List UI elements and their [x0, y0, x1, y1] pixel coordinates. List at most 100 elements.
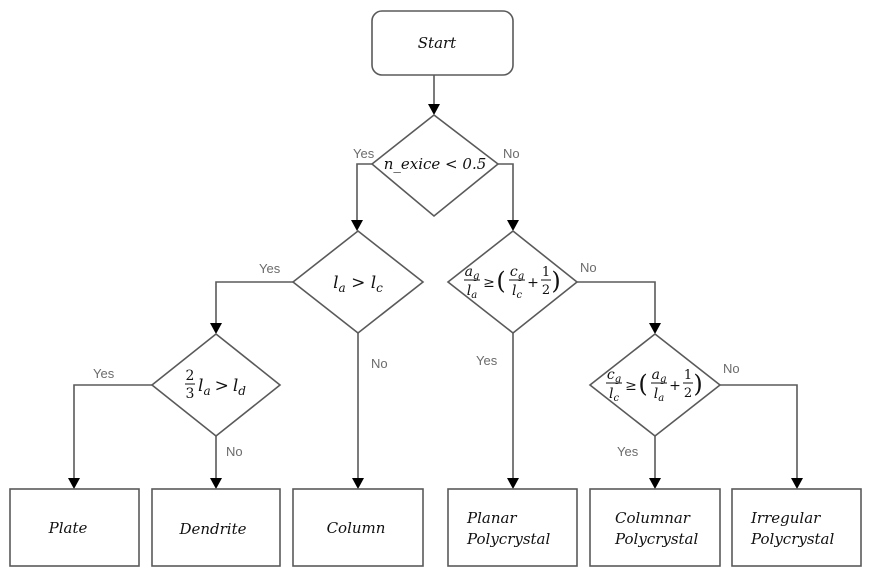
- outcome-box[interactable]: [731, 488, 862, 567]
- d1-condition: n_exice < 0.5: [384, 155, 487, 173]
- d4-no-label: No: [226, 444, 243, 459]
- outcome-column[interactable]: Column: [292, 488, 424, 567]
- decision-diamond[interactable]: [370, 113, 500, 218]
- outcome-box[interactable]: [292, 488, 424, 567]
- edges: [68, 75, 803, 489]
- var-c: c: [510, 264, 518, 280]
- d3-lhs-den: la: [467, 283, 477, 301]
- half-num: 1: [684, 368, 692, 383]
- half-den: 2: [542, 283, 550, 298]
- arrowhead-icon: [791, 478, 803, 489]
- var-a: a: [465, 264, 473, 280]
- d1-yes-label: Yes: [353, 146, 375, 161]
- decision-la-gt-lc[interactable]: la > lc: [291, 229, 425, 335]
- d1-no-label: No: [503, 146, 520, 161]
- arrowhead-icon: [210, 323, 222, 334]
- var-l: l: [371, 273, 376, 293]
- rel-geq: ≥: [625, 378, 637, 394]
- outcome-label-line1: Planar: [466, 509, 517, 527]
- decision-exice[interactable]: n_exice < 0.5: [370, 113, 500, 218]
- d2-condition: la > lc: [333, 273, 383, 295]
- outcome-dendrite[interactable]: Dendrite: [151, 488, 281, 567]
- outcome-planar-polycrystal[interactable]: Planar Polycrystal: [447, 488, 578, 567]
- sub-c: c: [613, 393, 619, 404]
- decision-diamond[interactable]: [588, 332, 722, 438]
- d3-lhs-num: ag: [465, 264, 480, 282]
- edge-d1-yes: [356, 163, 372, 222]
- rel-gt: >: [346, 273, 371, 293]
- rel-gt: >: [215, 376, 229, 396]
- var-l: l: [233, 376, 238, 396]
- d5-condition: cg lc ≥ ( ag la + 1 2 ): [606, 367, 703, 404]
- sub-g: g: [518, 271, 524, 282]
- d5-lhs-num: cg: [607, 367, 621, 385]
- arrowhead-icon: [649, 323, 661, 334]
- sub-a: a: [339, 281, 346, 295]
- outcome-box[interactable]: [9, 488, 140, 567]
- sub-g: g: [473, 271, 479, 282]
- sub-a: a: [471, 290, 477, 301]
- outcome-label: Column: [327, 519, 386, 537]
- var-l: l: [198, 376, 203, 396]
- decision-diamond[interactable]: [150, 332, 282, 438]
- paren-right: ): [551, 267, 560, 295]
- arrowhead-icon: [649, 478, 661, 489]
- rel-geq: ≥: [483, 275, 495, 291]
- outcome-label: Dendrite: [178, 520, 246, 538]
- var-c: c: [607, 367, 615, 383]
- edge-d2-yes: [215, 281, 293, 325]
- var-l: l: [467, 283, 471, 299]
- var-a: a: [652, 367, 660, 383]
- var-l: l: [654, 386, 658, 402]
- paren-left: (: [638, 370, 647, 398]
- half-num: 1: [542, 265, 550, 280]
- decision-planar-test[interactable]: ag la ≥ ( cg lc + 1 2 ): [446, 229, 579, 335]
- sub-c: c: [376, 281, 383, 295]
- coef-den: 3: [186, 386, 195, 402]
- outcome-plate[interactable]: Plate: [9, 488, 140, 567]
- outcome-columnar-polycrystal[interactable]: Columnar Polycrystal: [589, 488, 721, 567]
- decision-diamond[interactable]: [291, 229, 425, 335]
- d5-rhs-den: la: [654, 386, 664, 404]
- outcome-irregular-polycrystal[interactable]: Irregular Polycrystal: [731, 488, 862, 567]
- outcome-label-line2: Polycrystal: [614, 530, 699, 548]
- edge-d5-no: [720, 384, 798, 480]
- d5-yes-label: Yes: [617, 444, 639, 459]
- outcome-label-line1: Irregular: [750, 509, 821, 527]
- d3-no-label: No: [580, 260, 597, 275]
- sub-c: c: [516, 290, 522, 301]
- edge-d1-no: [498, 163, 514, 222]
- d3-yes-label: Yes: [476, 353, 498, 368]
- op-plus: +: [527, 275, 539, 291]
- d2-yes-label: Yes: [259, 261, 281, 276]
- arrowhead-icon: [68, 478, 80, 489]
- start-terminator[interactable]: [371, 10, 514, 76]
- sub-a: a: [658, 393, 664, 404]
- arrowhead-icon: [351, 220, 363, 231]
- var-l: l: [609, 386, 613, 402]
- edge-d3-no: [577, 281, 656, 325]
- decision-diamond[interactable]: [446, 229, 579, 335]
- outcome-label-line2: Polycrystal: [466, 530, 551, 548]
- var-l: l: [333, 273, 338, 293]
- outcome-label-line1: Columnar: [615, 509, 691, 527]
- d3-rhs-den: lc: [512, 283, 522, 301]
- edge-d4-yes: [73, 384, 152, 480]
- outcome-box[interactable]: [151, 488, 281, 567]
- start-node[interactable]: Start: [371, 10, 514, 76]
- decision-columnar-test[interactable]: cg lc ≥ ( ag la + 1 2 ): [588, 332, 722, 438]
- sub-g: g: [660, 374, 666, 385]
- start-label: Start: [418, 34, 457, 52]
- d3-rhs-num: cg: [510, 264, 524, 282]
- d5-no-label: No: [723, 361, 740, 376]
- sub-a: a: [203, 384, 210, 398]
- d5-rhs-num: ag: [652, 367, 667, 385]
- outcome-box[interactable]: [589, 488, 721, 567]
- outcome-label: Plate: [48, 519, 88, 537]
- decision-dendrite-test[interactable]: 2 3 la>ld: [150, 332, 282, 438]
- paren-left: (: [496, 267, 505, 295]
- coef-num: 2: [186, 368, 195, 384]
- outcome-box[interactable]: [447, 488, 578, 567]
- outcome-label-line2: Polycrystal: [750, 530, 835, 548]
